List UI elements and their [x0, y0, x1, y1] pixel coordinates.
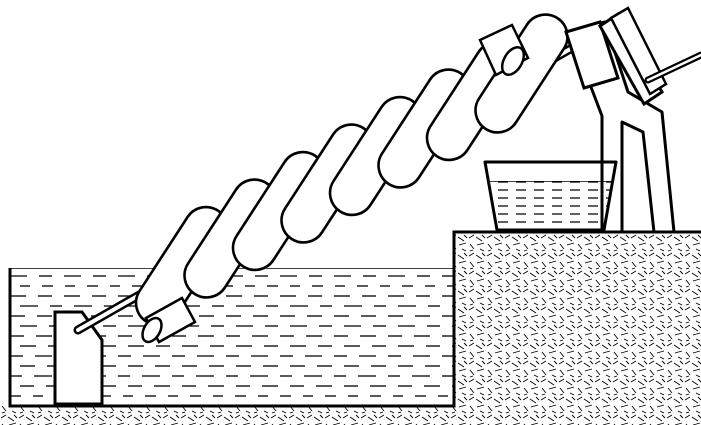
crank-handle [598, 6, 701, 107]
collection-bucket [483, 160, 618, 232]
coil-intake-end [141, 296, 197, 344]
upper-support-frame [564, 20, 676, 234]
raised-ground-step [454, 232, 701, 425]
ground-outline [8, 230, 701, 408]
coil-outlet-end [478, 23, 530, 77]
ground-floor [0, 406, 454, 425]
ground [0, 230, 701, 425]
